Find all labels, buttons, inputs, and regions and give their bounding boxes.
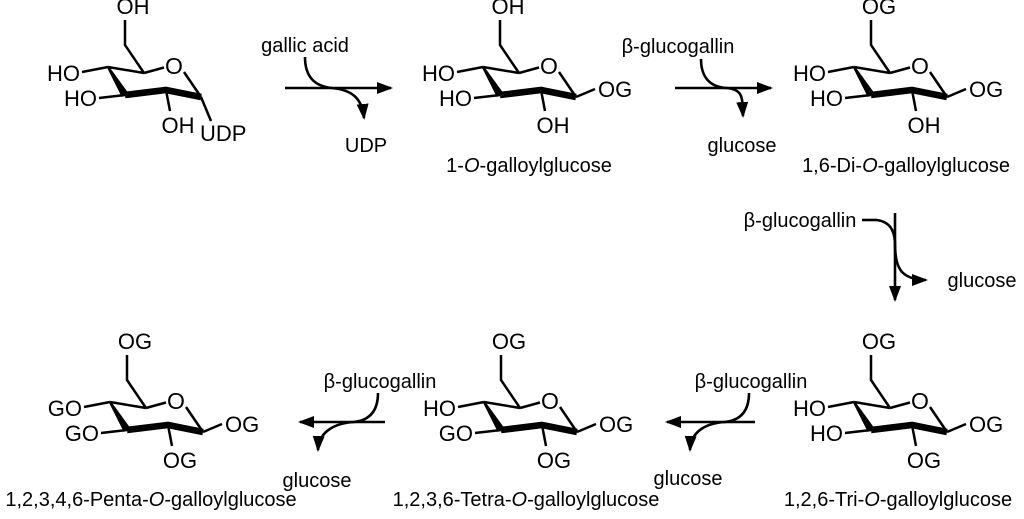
byproduct-curve-arrow <box>876 218 928 286</box>
substituent-c4: HO <box>47 61 80 86</box>
substituent-c3: HO <box>439 86 472 111</box>
structure-1-o-galloylglucose: OH HO HO OH OG <box>422 0 632 138</box>
compound-name-1-2-6-tri-o-galloylglucose: 1,2,6-Tri-O-galloylglucose <box>784 489 1012 511</box>
anomeric-bond <box>576 422 597 434</box>
substituent-c3: GO <box>439 421 473 446</box>
structure-udp-glucose: OH HO HO OH UDP <box>47 0 246 146</box>
anomeric-bond <box>199 96 213 122</box>
substituent-c1: UDP <box>200 121 246 146</box>
substituent-c6: OG <box>862 329 896 354</box>
substituent-c3: HO <box>810 86 843 111</box>
structure-1-2-6-tri-o-galloylglucose: OG HO HO OG OG <box>793 329 1003 473</box>
product-label: glucose <box>283 470 352 492</box>
product-label: glucose <box>948 270 1017 292</box>
anomeric-bond <box>202 422 223 434</box>
structure-1-6-di-o-galloylglucose: OG HO HO OH OG <box>793 0 1003 138</box>
substituent-c3: HO <box>810 421 843 446</box>
substrate-label: β-glucogallin <box>744 210 857 232</box>
substrate-label: β-glucogallin <box>695 371 808 393</box>
substituent-c3: GO <box>65 421 99 446</box>
reaction-1: gallic acid UDP <box>261 35 393 157</box>
substrate-label: β-glucogallin <box>324 371 437 393</box>
substituent-c4: GO <box>48 396 82 421</box>
product-label: glucose <box>654 468 723 490</box>
substituent-c1: OG <box>599 412 633 437</box>
substituent-c4: HO <box>422 61 455 86</box>
substituent-c4: HO <box>793 396 826 421</box>
substituent-c6: OH <box>117 0 150 19</box>
reaction-5: β-glucogallin glucose <box>283 371 437 492</box>
substituent-c6: OG <box>492 329 526 354</box>
byproduct-curve-arrow <box>699 58 749 118</box>
compound-name-1-6-di-o-galloylglucose: 1,6-Di-O-galloylglucose <box>802 155 1010 177</box>
product-label: UDP <box>345 135 387 157</box>
anomeric-bond <box>946 422 967 434</box>
substituent-c6: OG <box>862 0 896 19</box>
substrate-label: β-glucogallin <box>622 36 735 58</box>
anomeric-bond <box>575 87 596 99</box>
substituent-c6: OG <box>118 329 152 354</box>
reaction-3: β-glucogallin glucose <box>744 210 1017 302</box>
substituent-c2: OH <box>162 113 195 138</box>
structure-1-2-3-6-tetra-o-galloylglucose: OG HO GO OG OG <box>423 329 633 473</box>
byproduct-curve-arrow <box>684 392 751 452</box>
substituent-c1: OG <box>969 412 1003 437</box>
byproduct-curve-arrow <box>303 56 369 120</box>
compound-name-1-o-galloylglucose: 1-O-galloylglucose <box>446 155 612 177</box>
substituent-c2: OH <box>537 113 570 138</box>
substituent-c2: OH <box>908 113 941 138</box>
substituent-c4: HO <box>423 396 456 421</box>
anomeric-bond <box>946 87 967 99</box>
substituent-c2: OG <box>907 448 941 473</box>
substituent-c1: OG <box>969 77 1003 102</box>
substituent-c3: HO <box>64 86 97 111</box>
substrate-label: gallic acid <box>261 35 349 57</box>
substituent-c1: OG <box>225 412 259 437</box>
substituent-c1: OG <box>598 77 632 102</box>
substituent-c2: OG <box>537 448 571 473</box>
substituent-c6: OH <box>492 0 525 19</box>
reaction-4: β-glucogallin glucose <box>654 371 808 490</box>
compound-name-1-2-3-6-tetra-o-galloylglucose: 1,2,3,6-Tetra-O-galloylglucose <box>393 489 660 511</box>
byproduct-curve-arrow <box>312 392 380 452</box>
reaction-2: β-glucogallin glucose <box>622 36 777 157</box>
substituent-c4: HO <box>793 61 826 86</box>
structure-1-2-3-4-6-penta-o-galloylglucose: OG GO GO OG OG <box>48 329 259 473</box>
compound-name-1-2-3-4-6-penta-o-galloylglucose: 1,2,3,4,6-Penta-O-galloylglucose <box>5 489 296 511</box>
substituent-c2: OG <box>163 448 197 473</box>
product-label: glucose <box>708 135 777 157</box>
